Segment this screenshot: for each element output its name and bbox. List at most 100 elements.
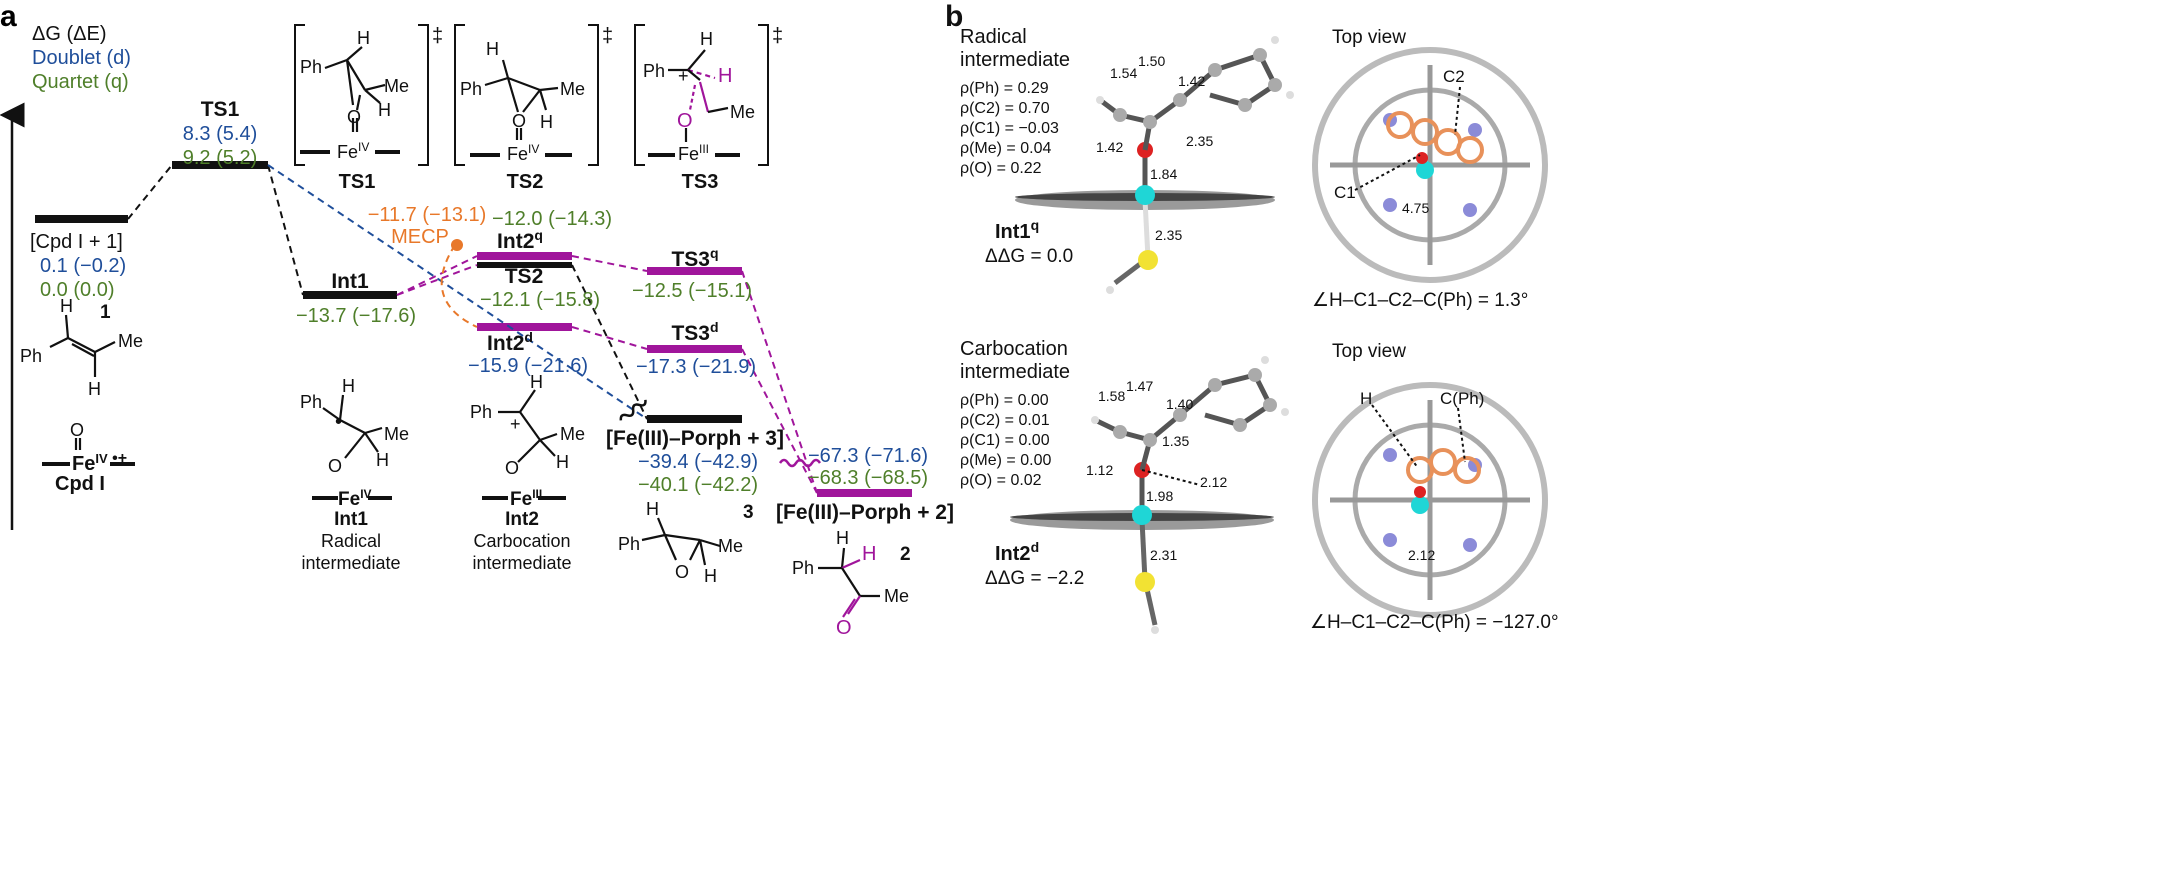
label-ts3q: TS3q	[671, 245, 718, 271]
value-ts1-q: 9.2 (5.2)	[183, 147, 257, 169]
ts2-ph: Ph	[460, 79, 482, 99]
ts2-h2: H	[540, 112, 553, 132]
e3-h2: H	[704, 566, 717, 586]
value-int2d: −15.9 (−21.6)	[468, 355, 588, 377]
value-mecp: −11.7 (−13.1)	[368, 204, 487, 226]
label-int2q: Int2q	[497, 227, 543, 253]
ts2-caption: TS2	[507, 171, 544, 193]
top-ddg: ΔΔG = 0.0	[985, 246, 1073, 267]
bottom-dist-2: 1.47	[1126, 378, 1153, 394]
panel-a-label: a	[0, 0, 17, 33]
bottom-rho-c2: ρ(C2) = 0.01	[960, 412, 1050, 429]
top-3d-model	[1015, 36, 1294, 294]
int2-h2: H	[556, 452, 569, 472]
int1-radical: •	[335, 411, 342, 433]
bottom-rho-me: ρ(Me) = 0.00	[960, 452, 1051, 469]
value-p2-d: −67.3 (−71.6)	[808, 445, 928, 467]
epoxide-3	[641, 517, 721, 566]
ts1-caption: TS1	[339, 171, 376, 193]
top-dist-6: 1.84	[1150, 166, 1177, 182]
top-title-1: Radical	[960, 26, 1027, 48]
label-int1: Int1	[331, 270, 369, 293]
label-p3: [Fe(III)–Porph + 3]	[606, 427, 784, 450]
bottom-rho-o: ρ(O) = 0.02	[960, 472, 1042, 489]
label-ts3d: TS3d	[671, 319, 718, 345]
int2-caption: Int2	[505, 509, 539, 530]
label-ts1: TS1	[201, 98, 240, 121]
ts1-ph: Ph	[300, 57, 322, 77]
bottom-ddg: ΔΔG = −2.2	[985, 568, 1084, 589]
label-cpd1: [Cpd I + 1]	[30, 231, 123, 253]
wavy-break-2	[778, 458, 822, 468]
legend-doublet: Doublet (d)	[32, 47, 131, 69]
top-dist-7: 2.35	[1155, 227, 1182, 243]
top-title-2: intermediate	[960, 49, 1070, 71]
top-view-title: Top view	[1332, 27, 1406, 48]
ts3-h-migrating: H	[718, 65, 732, 87]
ts2-h1: H	[486, 39, 499, 59]
ts2-fe: FeIV	[507, 142, 539, 164]
value-ts1-d: 8.3 (5.4)	[183, 123, 257, 145]
top-dist-5: 2.35	[1186, 133, 1213, 149]
panel-b-label: b	[945, 0, 963, 33]
value-p3-q: −40.1 (−42.2)	[638, 474, 758, 496]
label-p2: [Fe(III)–Porph + 2]	[776, 501, 954, 524]
int2-fe: FeIII	[510, 487, 542, 510]
value-p2-q: −68.3 (−68.5)	[808, 467, 928, 489]
m2-h1: H	[836, 528, 849, 548]
int1-ph: Ph	[300, 392, 322, 412]
int2-o: O	[505, 458, 519, 478]
bottom-rho-c1: ρ(C1) = 0.00	[960, 432, 1050, 449]
bottom-dist-4: 1.35	[1162, 433, 1189, 449]
cpd-caption: Cpd I	[55, 473, 105, 495]
int2-desc1: Carbocation	[473, 531, 570, 551]
bottom-view-title: Top view	[1332, 341, 1406, 362]
mecp-point	[451, 239, 463, 251]
m1-h1: H	[60, 296, 73, 316]
m1-me: Me	[118, 331, 143, 351]
ts1-structure	[300, 46, 400, 154]
bottom-species: Int2d	[995, 539, 1039, 565]
bottom-dist-8: 2.31	[1150, 547, 1177, 563]
ts1-fe: FeIV	[337, 140, 369, 162]
value-p3-d: −39.4 (−42.9)	[638, 451, 758, 473]
ts1-h2: H	[378, 100, 391, 120]
int2-ph: Ph	[470, 402, 492, 422]
int1-desc1: Radical	[321, 531, 381, 551]
top-dist-2: 1.50	[1138, 53, 1165, 69]
value-cpd1-d: 0.1 (−0.2)	[40, 255, 126, 277]
value-ts3d: −17.3 (−21.9)	[636, 356, 756, 378]
m3-number: 3	[743, 502, 754, 523]
top-view-c1: C1	[1334, 183, 1356, 202]
bottom-3d-model	[1010, 356, 1289, 634]
top-view-c2: C2	[1443, 67, 1465, 86]
m1-ph: Ph	[20, 346, 42, 366]
top-rho-ph: ρ(Ph) = 0.29	[960, 80, 1049, 97]
int1-o: O	[328, 456, 342, 476]
top-rho-c1: ρ(C1) = −0.03	[960, 120, 1059, 137]
value-int2q: −12.0 (−14.3)	[492, 208, 612, 230]
m1-h2: H	[88, 379, 101, 399]
bottom-view-model	[1312, 382, 1548, 618]
int2-structure	[482, 389, 566, 500]
top-dist-1: 1.54	[1110, 65, 1137, 81]
ts3-me: Me	[730, 102, 755, 122]
top-rho-o: ρ(O) = 0.22	[960, 160, 1042, 177]
int1-h2: H	[376, 450, 389, 470]
ts-brackets	[294, 24, 769, 166]
ts3-structure	[648, 49, 740, 157]
bottom-dist-7: 1.98	[1146, 488, 1173, 504]
top-dist-3: 1.42	[1178, 73, 1205, 89]
ts3-o: O	[677, 110, 693, 132]
dagger-ts1: ‡	[432, 25, 443, 47]
dagger-ts2: ‡	[602, 25, 613, 47]
ts2-me: Me	[560, 79, 585, 99]
legend-energy: ΔG (ΔE)	[32, 23, 107, 45]
bottom-view-cph: C(Ph)	[1440, 389, 1484, 408]
top-view-dist: 4.75	[1402, 200, 1429, 216]
ts3-h1: H	[700, 29, 713, 49]
e3-o: O	[675, 562, 689, 582]
bottom-title-2: intermediate	[960, 361, 1070, 383]
bottom-view-dist: 2.12	[1408, 547, 1435, 563]
ts3-plus: +	[678, 66, 689, 86]
